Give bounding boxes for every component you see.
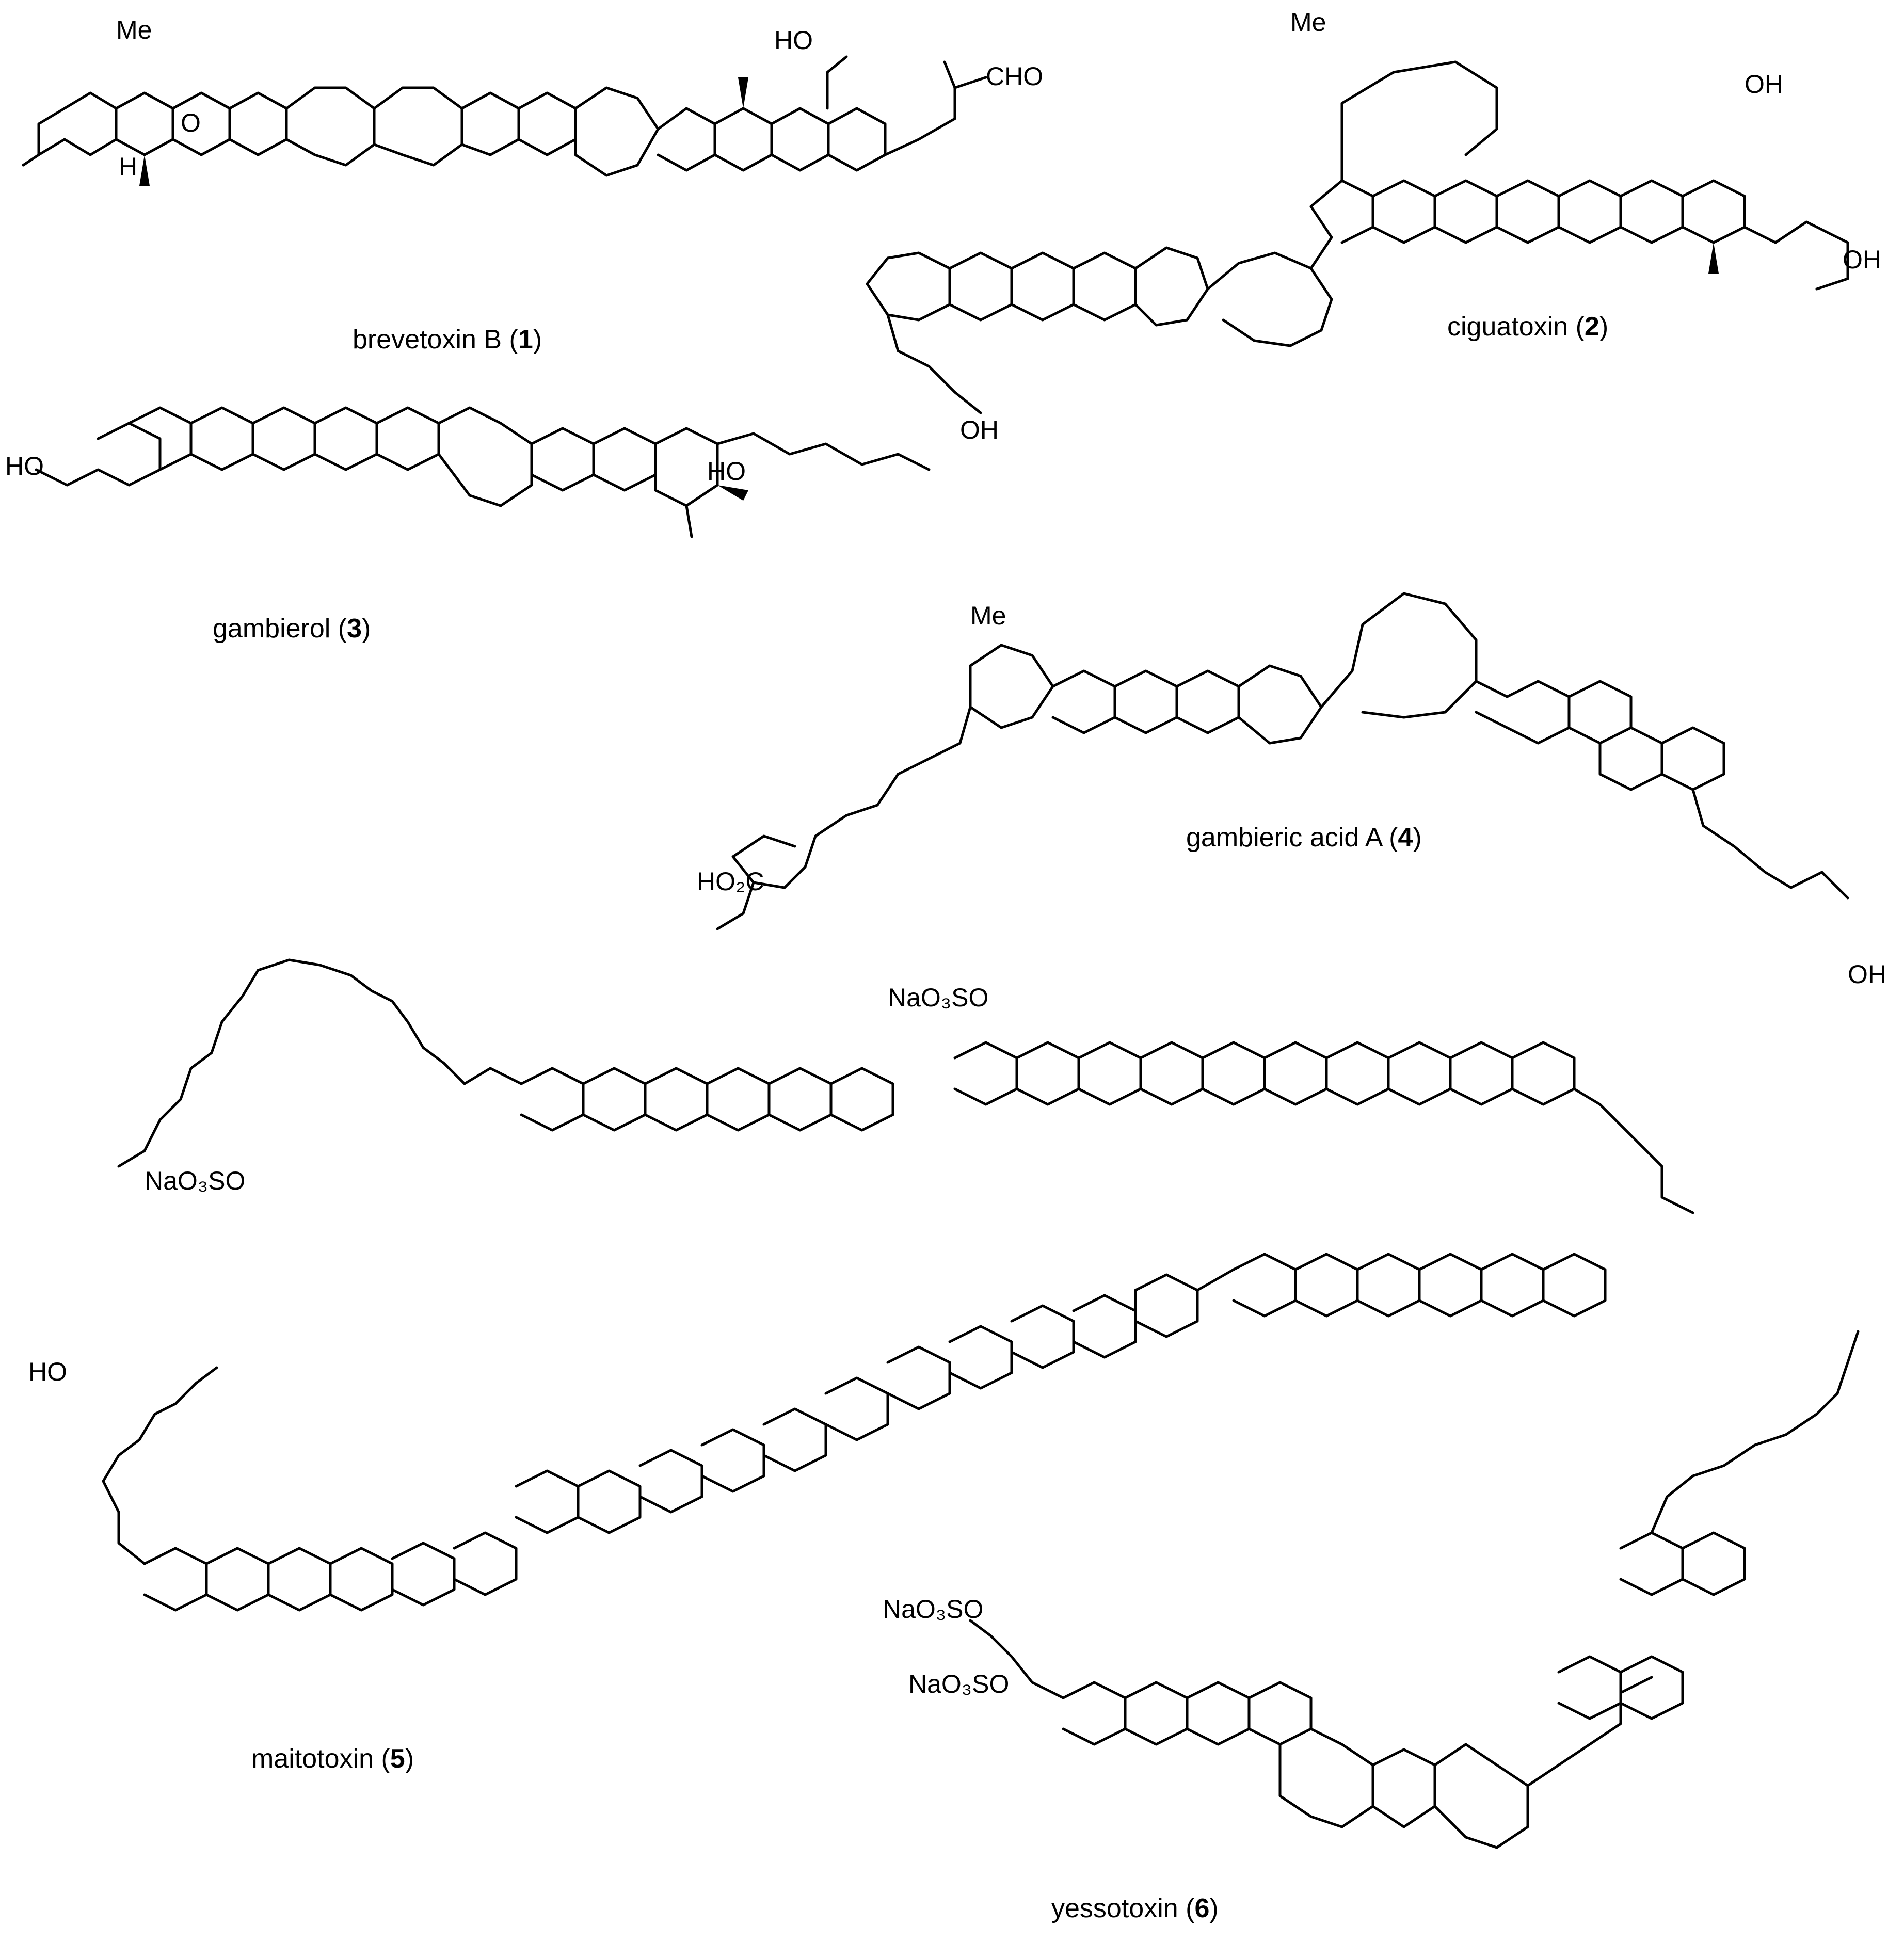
svg-text:NaO₃SO: NaO₃SO [145, 1166, 245, 1195]
caption-yessotoxin: yessotoxin (6) [1051, 1893, 1219, 1923]
caption-gambieric-acid-a: gambieric acid A (4) [1186, 823, 1422, 853]
svg-text:Me: Me [116, 15, 152, 44]
svg-text:Me: Me [970, 601, 1006, 630]
svg-text:OH: OH [960, 415, 999, 444]
brevetoxin-b-structure [22, 55, 987, 186]
svg-text:NaO₃SO: NaO₃SO [888, 983, 988, 1012]
svg-text:HO: HO [774, 26, 813, 55]
atom-labels: Me O H HO CHO Me OH OH OH HO HO Me HO₂C … [5, 8, 1886, 1698]
gambieric-acid-a-structure [716, 592, 1849, 930]
caption-maitotoxin: maitotoxin (5) [251, 1744, 414, 1774]
caption-gambierol: gambierol (3) [213, 614, 371, 644]
svg-text:OH: OH [1848, 960, 1886, 989]
svg-text:H: H [119, 152, 137, 181]
caption-ciguatoxin: ciguatoxin (2) [1447, 312, 1608, 342]
caption-brevetoxin-b: brevetoxin B (1) [353, 325, 542, 355]
svg-text:NaO₃SO: NaO₃SO [883, 1595, 983, 1624]
svg-text:HO: HO [707, 457, 746, 486]
svg-text:CHO: CHO [986, 62, 1043, 91]
gambierol-structure [35, 406, 931, 538]
svg-text:HO: HO [28, 1357, 67, 1386]
maitotoxin-structure [102, 958, 1694, 1612]
svg-text:Me: Me [1290, 8, 1326, 37]
svg-text:O: O [181, 108, 201, 137]
svg-text:HO: HO [5, 452, 44, 480]
svg-text:OH: OH [1843, 245, 1881, 274]
svg-text:OH: OH [1745, 70, 1783, 99]
svg-text:HO₂C: HO₂C [697, 867, 764, 896]
yessotoxin-structure [969, 1330, 1860, 1849]
svg-text:NaO₃SO: NaO₃SO [908, 1670, 1009, 1698]
ciguatoxin-structure [866, 60, 1849, 414]
